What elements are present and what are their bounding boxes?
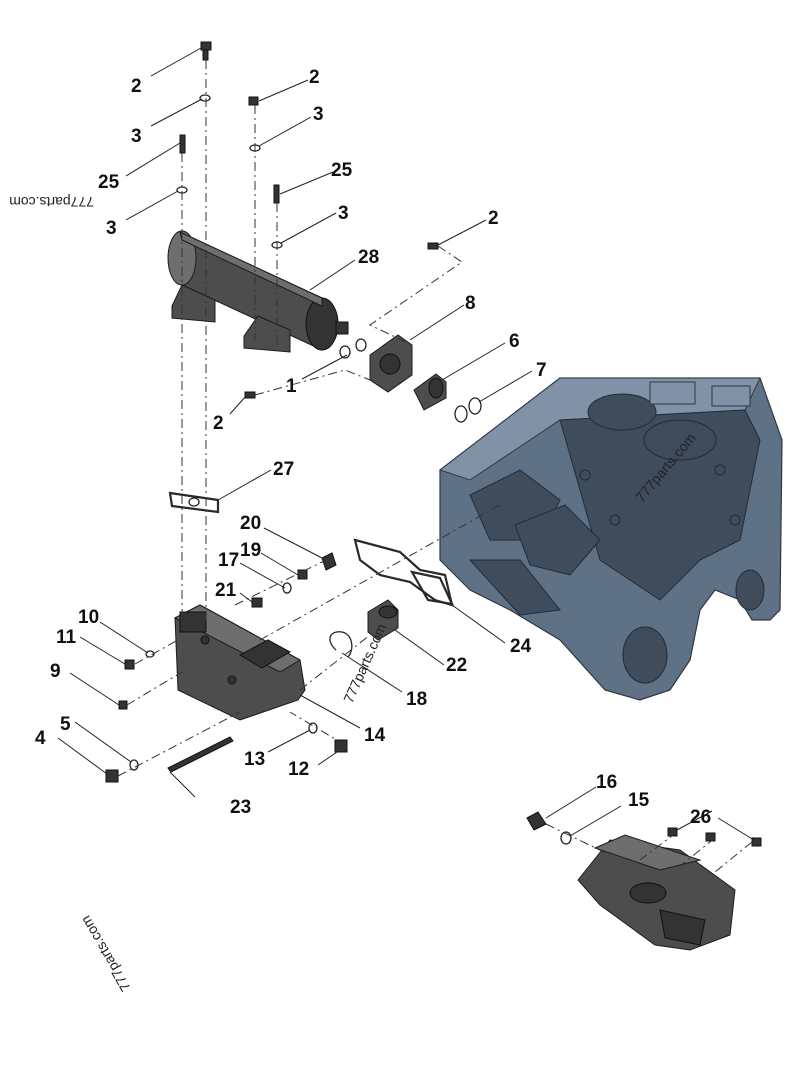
oil-cooler-housing <box>167 230 349 353</box>
stud-25a <box>179 134 186 154</box>
ring-15 <box>560 831 572 845</box>
ring-5 <box>129 759 139 771</box>
plug-16 <box>526 811 547 831</box>
callout-20: 20 <box>240 513 261 534</box>
callout-27: 27 <box>273 459 294 480</box>
spring-20 <box>321 552 337 571</box>
callout-26: 26 <box>690 807 711 828</box>
valve-22 <box>367 599 399 641</box>
bolt-2a <box>200 41 212 51</box>
bolt-2c <box>427 242 439 250</box>
outlet-flange <box>369 334 413 393</box>
callout-6: 6 <box>509 331 520 352</box>
o-ring-7a <box>454 405 468 423</box>
stud-25b <box>273 184 280 204</box>
callout-13: 13 <box>244 749 265 770</box>
callout-3-d: 3 <box>338 203 349 224</box>
outlet-fitting <box>413 373 447 411</box>
gasket-27 <box>168 491 220 514</box>
plug-12 <box>334 739 348 753</box>
bolt-2d <box>244 391 256 399</box>
plug-11 <box>124 659 135 670</box>
gasket-27-hole <box>188 497 200 507</box>
plug-4 <box>105 769 119 783</box>
callout-2-b: 2 <box>309 67 320 88</box>
callout-7: 7 <box>536 360 547 381</box>
callout-2-d: 2 <box>213 413 224 434</box>
callout-22: 22 <box>446 655 467 676</box>
callout-5: 5 <box>60 714 71 735</box>
ring-17 <box>282 582 292 594</box>
bolt-23 <box>167 736 234 773</box>
watermark-bottom-left: 777parts.com <box>77 913 133 994</box>
o-ring-1a <box>339 345 351 359</box>
callout-2-c: 2 <box>488 208 499 229</box>
callout-17: 17 <box>218 550 239 571</box>
o-ring-1b <box>355 338 367 352</box>
callout-28: 28 <box>358 247 379 268</box>
callout-12: 12 <box>288 759 309 780</box>
callout-23: 23 <box>230 797 251 818</box>
callout-21: 21 <box>215 580 237 601</box>
part-19 <box>297 569 308 580</box>
callout-25-a: 25 <box>98 172 120 193</box>
callout-numbers: 1 2 2 2 2 3 3 3 3 4 5 6 7 8 9 10 11 12 1… <box>35 67 711 828</box>
o-ring-7b <box>468 397 482 415</box>
lower-housing <box>577 834 736 951</box>
plug-9 <box>118 700 128 710</box>
snap-ring-18 <box>329 631 353 658</box>
filter-head <box>173 604 306 721</box>
callout-16: 16 <box>596 772 617 793</box>
callout-11: 11 <box>56 627 77 648</box>
gasket-24 <box>353 538 454 607</box>
callout-3-a: 3 <box>131 126 142 147</box>
callout-25-b: 25 <box>331 160 353 181</box>
callout-14: 14 <box>364 725 386 746</box>
callout-4: 4 <box>35 728 46 749</box>
callout-3-b: 3 <box>313 104 324 125</box>
callout-15: 15 <box>628 790 650 811</box>
bolt-2b <box>248 96 259 106</box>
washer-3a <box>199 94 211 102</box>
callout-2-a: 2 <box>131 76 142 97</box>
gasket-24b <box>409 570 454 606</box>
bolt-26b <box>705 832 716 842</box>
callout-24: 24 <box>510 636 532 657</box>
watermark-top-left: 777parts.com <box>9 194 94 210</box>
callout-3-c: 3 <box>106 218 117 239</box>
callout-1: 1 <box>286 376 297 397</box>
callout-18: 18 <box>406 689 427 710</box>
bolt-2a-shank <box>202 49 209 61</box>
plug-21 <box>251 597 263 608</box>
callout-9: 9 <box>50 661 61 682</box>
assembly-lines <box>117 60 753 873</box>
leader-lines <box>57 47 755 841</box>
callout-8: 8 <box>465 293 476 314</box>
callout-19: 19 <box>240 540 261 561</box>
callout-10: 10 <box>78 607 99 628</box>
ring-10 <box>145 650 155 658</box>
engine-block <box>438 377 783 701</box>
